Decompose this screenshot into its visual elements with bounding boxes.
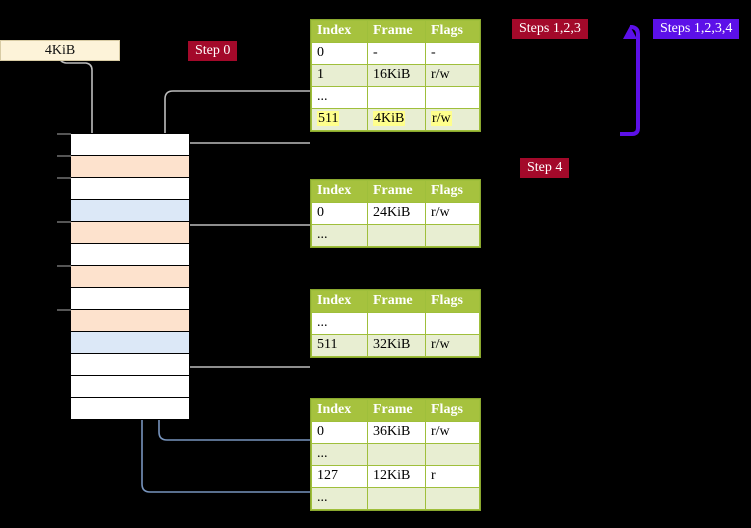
wire-table1-row511-to-memory: [176, 142, 310, 223]
cell-index: 511: [311, 108, 368, 131]
memory-block: [70, 199, 190, 222]
cell-frame: 4KiB: [367, 108, 426, 131]
cell-index: ...: [311, 224, 368, 247]
column-header-frame: Frame: [367, 180, 426, 203]
table-row: 1 16KiB r/w: [311, 64, 480, 87]
column-header-index: Index: [311, 399, 368, 422]
violet-bracket-arrow: [620, 25, 640, 136]
cell-frame: 36KiB: [367, 421, 426, 444]
column-header-frame: Frame: [367, 290, 426, 313]
column-header-index: Index: [311, 20, 368, 43]
cell-flags: [425, 443, 480, 466]
memory-block: [70, 243, 190, 266]
memory-block: [70, 177, 190, 200]
memory-block: [70, 155, 190, 178]
cell-flags: [425, 86, 480, 109]
table-row: ...: [311, 224, 480, 247]
page-table-1: Index Frame Flags 0 - - 1 16KiB r/w ... …: [311, 20, 480, 131]
cell-frame: -: [367, 42, 426, 65]
memory-block: [70, 265, 190, 288]
memory-block: [70, 287, 190, 310]
table-row: 0 24KiB r/w: [311, 202, 480, 225]
table-row: 511 32KiB r/w: [311, 334, 480, 357]
cell-flags: [425, 224, 480, 247]
cell-index: ...: [311, 86, 368, 109]
memory-tick: [57, 133, 71, 135]
memory-block: [70, 353, 190, 376]
cell-index: 127: [311, 465, 368, 488]
memory-tick: [57, 155, 71, 157]
cell-index: 0: [311, 202, 368, 225]
page-table-4: Index Frame Flags 0 36KiB r/w ... 127 12…: [311, 399, 480, 510]
cell-flags: r/w: [425, 202, 480, 225]
table-row: 0 36KiB r/w: [311, 421, 480, 444]
cell-index: 0: [311, 421, 368, 444]
table-header-row: Index Frame Flags: [311, 20, 480, 43]
memory-tick: [57, 309, 71, 311]
cell-flags: r/w: [425, 421, 480, 444]
memory-block: [70, 133, 190, 156]
cell-flags: r/w: [425, 108, 480, 131]
cell-frame: [367, 312, 426, 335]
step-0-badge: Step 0: [188, 41, 238, 61]
cell-frame: [367, 487, 426, 510]
steps-123-badge: Steps 1,2,3: [512, 19, 588, 39]
table-row: ...: [311, 86, 480, 109]
column-header-index: Index: [311, 180, 368, 203]
cell-index: 511: [311, 334, 368, 357]
column-header-frame: Frame: [367, 399, 426, 422]
cell-index: 0: [311, 42, 368, 65]
table-row: 0 - -: [311, 42, 480, 65]
cell-flags: [425, 487, 480, 510]
memory-tick: [57, 265, 71, 267]
memory-size-label: 4KiB: [0, 40, 120, 61]
cell-frame: [367, 86, 426, 109]
table-row-highlighted: 511 4KiB r/w: [311, 108, 480, 131]
cell-index: ...: [311, 312, 368, 335]
column-header-flags: Flags: [425, 180, 480, 203]
wire-table3-row511-to-memory: [172, 313, 310, 368]
column-header-frame: Frame: [367, 20, 426, 43]
cell-frame: [367, 224, 426, 247]
cell-index: ...: [311, 487, 368, 510]
page-table-2: Index Frame Flags 0 24KiB r/w ...: [311, 180, 480, 247]
cell-index: 1: [311, 64, 368, 87]
cell-flags: [425, 312, 480, 335]
memory-tick: [57, 221, 71, 223]
memory-block: [70, 309, 190, 332]
cell-frame: [367, 443, 426, 466]
cell-flags: r: [425, 465, 480, 488]
page-table-3: Index Frame Flags ... 511 32KiB r/w: [311, 290, 480, 357]
steps-1234-badge: Steps 1,2,3,4: [653, 19, 740, 39]
table-header-row: Index Frame Flags: [311, 399, 480, 422]
step-4-badge: Step 4: [520, 158, 570, 178]
cell-frame: 32KiB: [367, 334, 426, 357]
cell-flags: r/w: [425, 334, 480, 357]
column-header-flags: Flags: [425, 20, 480, 43]
table-row: ...: [311, 312, 480, 335]
table-row: ...: [311, 443, 480, 466]
cell-frame: 24KiB: [367, 202, 426, 225]
cell-flags: r/w: [425, 64, 480, 87]
cell-index: ...: [311, 443, 368, 466]
memory-block: [70, 331, 190, 354]
cell-frame: 12KiB: [367, 465, 426, 488]
column-header-index: Index: [311, 290, 368, 313]
column-header-flags: Flags: [425, 290, 480, 313]
table-row: 127 12KiB r: [311, 465, 480, 488]
table-header-row: Index Frame Flags: [311, 290, 480, 313]
physical-memory-column: [70, 133, 190, 427]
cell-flags: -: [425, 42, 480, 65]
cell-frame: 16KiB: [367, 64, 426, 87]
table-header-row: Index Frame Flags: [311, 180, 480, 203]
column-header-flags: Flags: [425, 399, 480, 422]
memory-tick: [57, 177, 71, 179]
memory-block: [70, 375, 190, 398]
memory-block: [70, 397, 190, 420]
table-row: ...: [311, 487, 480, 510]
wire-table2-row0-to-memory: [176, 224, 310, 270]
memory-block: [70, 221, 190, 244]
